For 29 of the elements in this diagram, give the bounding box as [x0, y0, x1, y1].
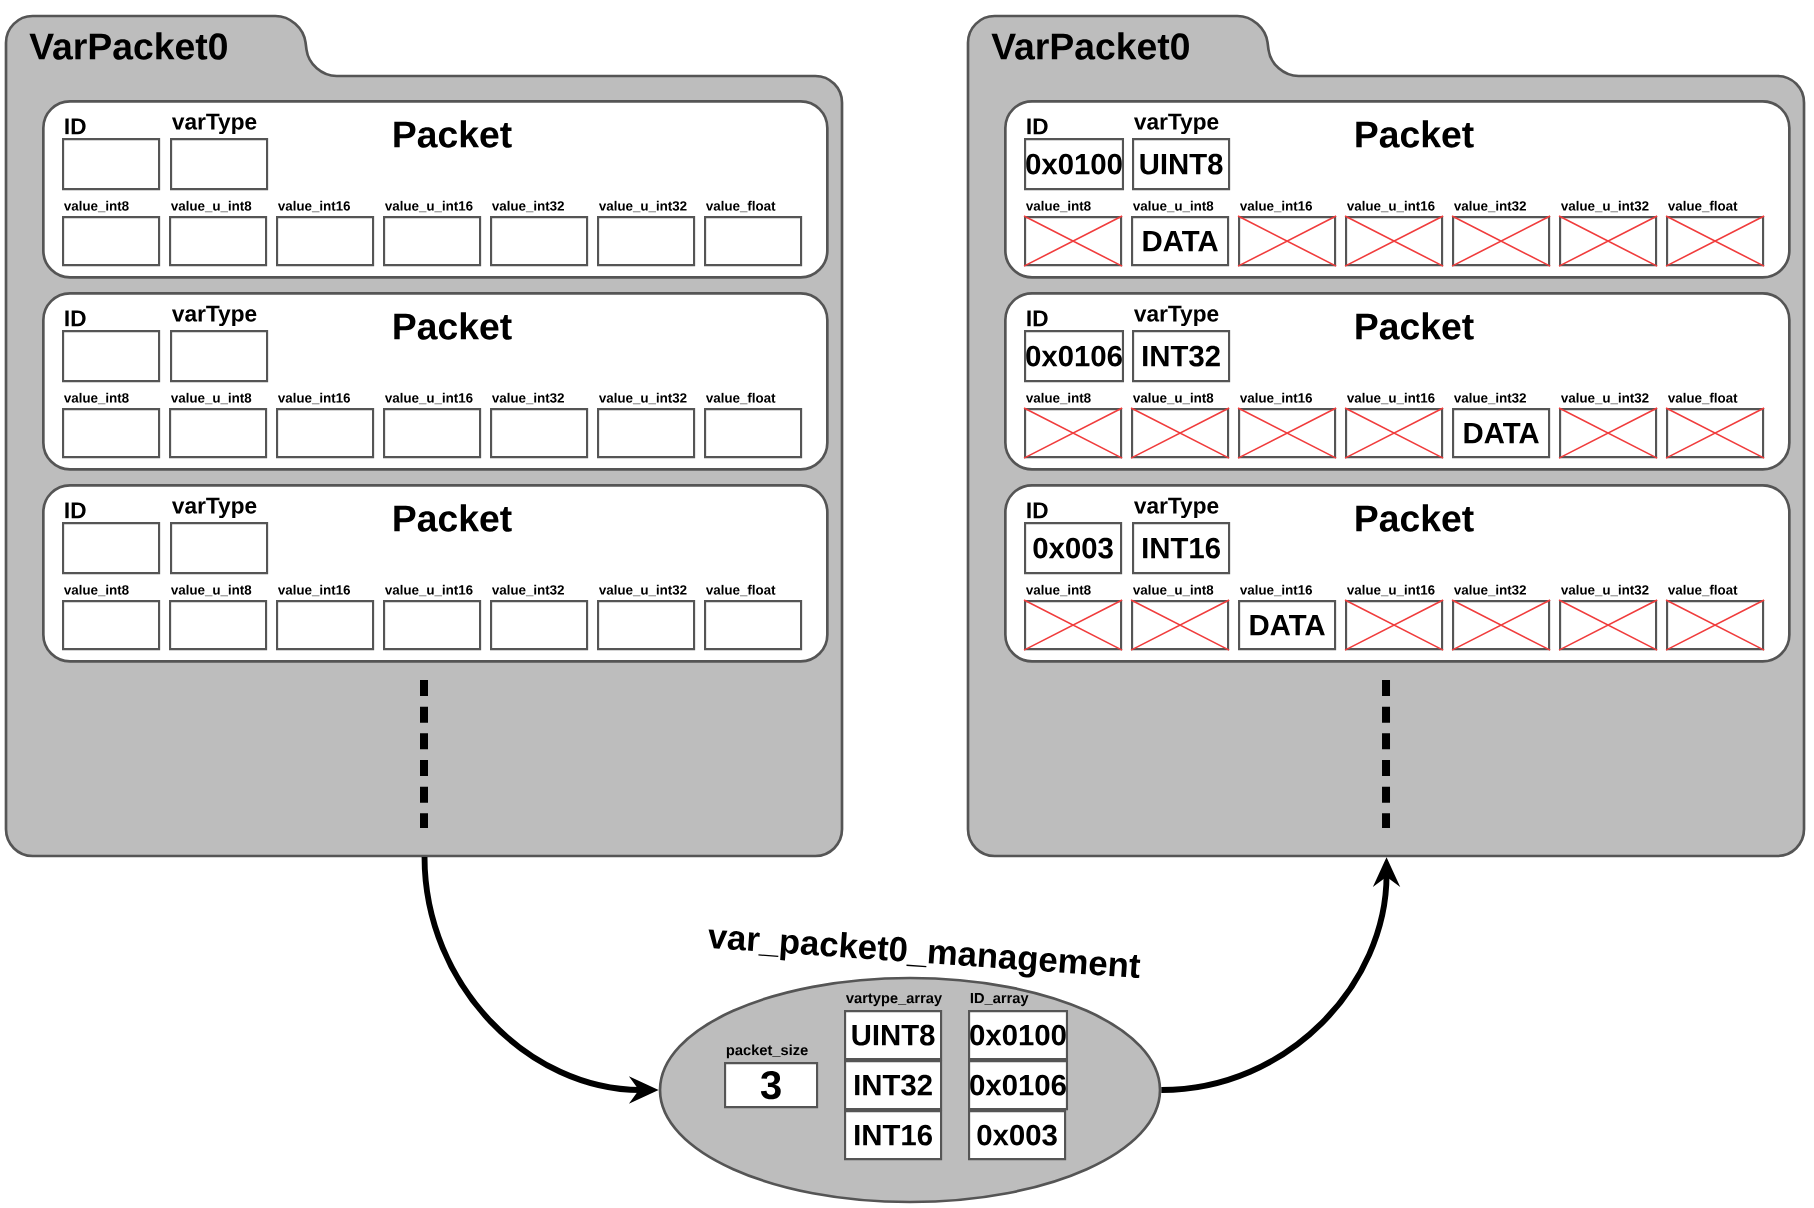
field-label: ID — [1027, 118, 1048, 135]
node-label: var_packet0_management — [708, 929, 1141, 979]
field-box: DATA — [1131, 216, 1230, 267]
field-label: varType — [1133, 113, 1219, 135]
field-label: varType — [171, 113, 257, 135]
field-box: 3 — [724, 1062, 819, 1109]
field-box: INT16 — [844, 1110, 943, 1161]
field-label: ID — [65, 118, 86, 135]
field-label: ID — [1027, 310, 1048, 327]
field-box: DATA — [1452, 408, 1551, 459]
field-box: 0x003 — [968, 1110, 1067, 1161]
field-box: DATA — [1238, 600, 1337, 651]
field-box: 0x0100 — [1024, 138, 1125, 191]
field-label: ID — [65, 502, 86, 519]
field-label: varType — [1133, 497, 1219, 519]
field-box: UINT8 — [844, 1010, 943, 1061]
field-box: UINT8 — [1132, 138, 1231, 191]
field-label: ID — [65, 310, 86, 327]
field-box: 0x003 — [1024, 522, 1123, 575]
field-box: INT32 — [1132, 330, 1231, 383]
field-label: ID — [1027, 502, 1048, 519]
field-label: varType — [171, 305, 257, 327]
field-box: INT16 — [1132, 522, 1231, 575]
field-box: 0x0106 — [968, 1060, 1069, 1111]
field-box: INT32 — [844, 1060, 943, 1111]
field-box: 0x0106 — [1024, 330, 1125, 383]
field-label: varType — [171, 497, 257, 519]
field-box: 0x0100 — [968, 1010, 1069, 1061]
field-label: varType — [1133, 305, 1219, 327]
